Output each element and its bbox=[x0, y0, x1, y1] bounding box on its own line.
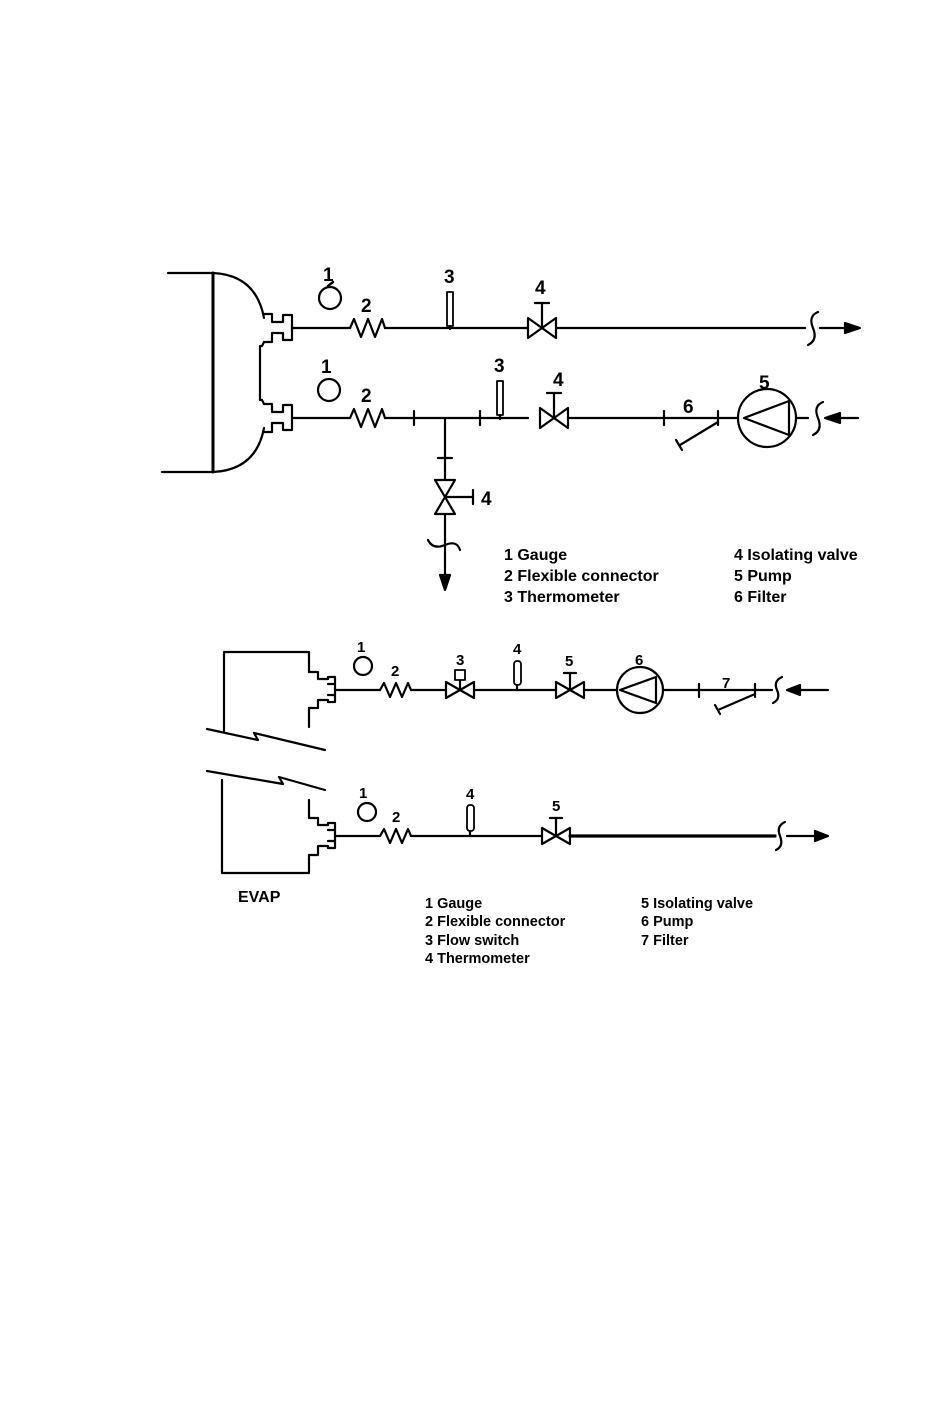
label-gauge-inlet: 1 bbox=[321, 357, 332, 378]
legend-item: 1 Gauge bbox=[425, 896, 482, 912]
gauge-icon bbox=[318, 379, 340, 401]
flow-switch-icon bbox=[446, 670, 474, 698]
label-pump: 6 bbox=[635, 652, 643, 669]
gauge-icon bbox=[319, 282, 341, 309]
gauge-icon bbox=[354, 657, 372, 675]
flexible-connector-icon bbox=[380, 829, 411, 843]
label-pump: 5 bbox=[759, 373, 770, 394]
legend-item: 6 Pump bbox=[641, 914, 694, 930]
arrow-down-icon bbox=[440, 575, 450, 590]
label-thermometer-inlet: 4 bbox=[513, 641, 522, 658]
label-gauge-outlet: 1 bbox=[323, 265, 334, 286]
outlet-line-top bbox=[292, 292, 860, 345]
label-filter: 7 bbox=[722, 675, 730, 692]
flexible-connector-icon bbox=[350, 319, 385, 337]
legend-item: 5 Isolating valve bbox=[641, 896, 753, 912]
label-flex-inlet: 2 bbox=[391, 663, 399, 680]
label-gauge-outlet: 1 bbox=[359, 785, 367, 802]
break-symbol-icon bbox=[776, 822, 785, 850]
vessel-top bbox=[162, 273, 292, 472]
break-symbol-icon bbox=[813, 402, 823, 435]
inlet-line-bottom bbox=[335, 661, 828, 714]
label-valve-inlet: 5 bbox=[565, 653, 573, 670]
isolating-valve-icon bbox=[542, 818, 570, 844]
label-gauge-inlet: 1 bbox=[357, 639, 365, 656]
thermometer-icon bbox=[497, 381, 503, 415]
bottom-diagram: 1 2 3 4 5 6 7 1 2 4 5 EVAP 1 Gauge 2 Fle… bbox=[207, 639, 828, 967]
label-flex-outlet: 2 bbox=[361, 296, 372, 317]
label-valve-outlet: 5 bbox=[552, 798, 560, 815]
evaporator-vessel bbox=[207, 652, 335, 873]
isolating-valve-icon bbox=[540, 393, 568, 428]
outlet-line-bottom bbox=[335, 805, 828, 850]
legend-bottom: 1 Gauge 2 Flexible connector 3 Flow swit… bbox=[425, 896, 753, 967]
label-valve-outlet: 4 bbox=[535, 278, 546, 299]
break-symbol-icon bbox=[773, 677, 782, 703]
isolating-valve-icon bbox=[556, 673, 584, 698]
thermometer-icon bbox=[514, 661, 521, 685]
legend-item: 3 Thermometer bbox=[504, 589, 620, 606]
arrow-left-icon bbox=[787, 685, 800, 695]
thermometer-icon bbox=[467, 805, 474, 831]
legend-item: 3 Flow switch bbox=[425, 933, 519, 949]
label-filter: 6 bbox=[683, 397, 694, 418]
isolating-valve-icon bbox=[528, 303, 556, 338]
evap-label: EVAP bbox=[238, 889, 281, 906]
arrow-right-icon bbox=[845, 323, 860, 333]
thermometer-icon bbox=[447, 292, 453, 326]
flexible-connector-icon bbox=[350, 409, 385, 427]
label-thermometer-outlet: 4 bbox=[466, 786, 475, 803]
label-flex-inlet: 2 bbox=[361, 386, 372, 407]
pump-icon bbox=[738, 389, 796, 447]
label-valve-inlet: 4 bbox=[553, 370, 564, 391]
legend-item: 1 Gauge bbox=[504, 547, 567, 564]
legend-top: 1 Gauge 2 Flexible connector 3 Thermomet… bbox=[504, 547, 858, 606]
legend-item: 4 Isolating valve bbox=[734, 547, 858, 564]
inlet-line-top bbox=[292, 381, 858, 450]
label-drain-valve: 4 bbox=[481, 489, 492, 510]
legend-item: 2 Flexible connector bbox=[425, 914, 566, 930]
label-flex-outlet: 2 bbox=[392, 809, 400, 826]
flexible-connector-icon bbox=[380, 683, 411, 697]
legend-item: 7 Filter bbox=[641, 933, 689, 949]
label-thermometer-outlet: 3 bbox=[444, 267, 455, 288]
label-thermometer-inlet: 3 bbox=[494, 356, 505, 377]
legend-item: 4 Thermometer bbox=[425, 951, 530, 967]
legend-item: 2 Flexible connector bbox=[504, 568, 659, 585]
top-diagram: 1 2 3 4 1 2 3 4 6 5 4 1 Gauge 2 Flexible… bbox=[162, 265, 860, 606]
legend-item: 5 Pump bbox=[734, 568, 792, 585]
drain-isolating-valve-icon bbox=[435, 480, 473, 514]
break-symbol-icon bbox=[808, 312, 818, 345]
legend-item: 6 Filter bbox=[734, 589, 786, 606]
label-flow-switch: 3 bbox=[456, 652, 464, 669]
gauge-icon bbox=[358, 803, 376, 821]
arrow-right-icon bbox=[815, 831, 828, 841]
arrow-left-icon bbox=[825, 413, 840, 423]
drain-branch-top bbox=[428, 418, 473, 590]
pump-icon bbox=[617, 667, 663, 713]
filter-icon bbox=[715, 684, 755, 714]
